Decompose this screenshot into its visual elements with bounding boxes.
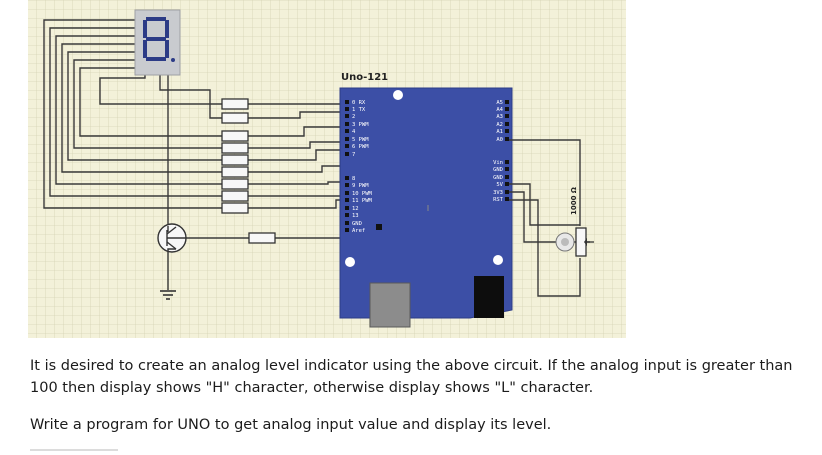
board-pin-label: 3 PWM — [352, 122, 369, 128]
board-pin-label: 0 RX — [352, 100, 366, 106]
board-pin-label: RST — [493, 197, 504, 203]
board-pin-label: Vin — [493, 160, 503, 166]
board-pin-label: 5V — [496, 182, 503, 188]
potentiometer: 1000 Ω — [555, 187, 594, 257]
pot-wires — [509, 139, 590, 297]
board-pin-label: 2 — [352, 114, 355, 120]
transistor — [157, 223, 187, 290]
board-pin-label: 8 — [352, 176, 355, 182]
board-pin-label: GND — [493, 175, 503, 181]
base-resistor — [248, 232, 276, 244]
task-paragraph: Write a program for UNO to get analog in… — [30, 417, 552, 433]
display-digit: 8 — [0, 0, 1, 1]
board-pin-label: 12 — [352, 206, 359, 212]
ground-icon — [160, 290, 176, 300]
board-pin-label: 10 PWM — [352, 191, 373, 197]
bottom-divider — [30, 449, 118, 451]
schematic-grid — [28, 0, 626, 338]
board-pin-label: A4 — [496, 107, 503, 113]
resistor-bank — [221, 98, 276, 244]
board-pin-label: 13 — [352, 213, 359, 219]
board-pin-label: A2 — [496, 122, 503, 128]
question-paragraph: It is desired to create an analog level … — [30, 358, 793, 396]
board-pin-label: 1 TX — [352, 107, 366, 113]
board-pin-label: 3V3 — [493, 190, 503, 196]
board-pin-label: A3 — [496, 114, 503, 120]
board-pin-label: GND — [352, 221, 362, 227]
board-pin-label: Aref — [352, 228, 365, 234]
board-pin-label: A0 — [496, 137, 503, 143]
circuit-diagram: 8 — [0, 0, 626, 338]
seven-segment-display: 8 — [0, 0, 181, 76]
board-pin-label: 5 PWM — [352, 137, 369, 143]
board-pin-label: 4 — [352, 129, 356, 135]
board-title: Uno-121 — [341, 72, 388, 83]
board-pin-label: 9 PWM — [352, 183, 369, 189]
board-pin-label: GND — [493, 167, 503, 173]
board-pin-label: 6 PWM — [352, 144, 369, 150]
board-pin-label: A1 — [496, 129, 503, 135]
pot-value-label: 1000 Ω — [570, 187, 578, 215]
board-pin-label: A5 — [496, 100, 503, 106]
board-pin-label: 11 PWM — [352, 198, 373, 204]
board-pin-label: 7 — [352, 152, 355, 158]
board-wires — [186, 103, 346, 239]
